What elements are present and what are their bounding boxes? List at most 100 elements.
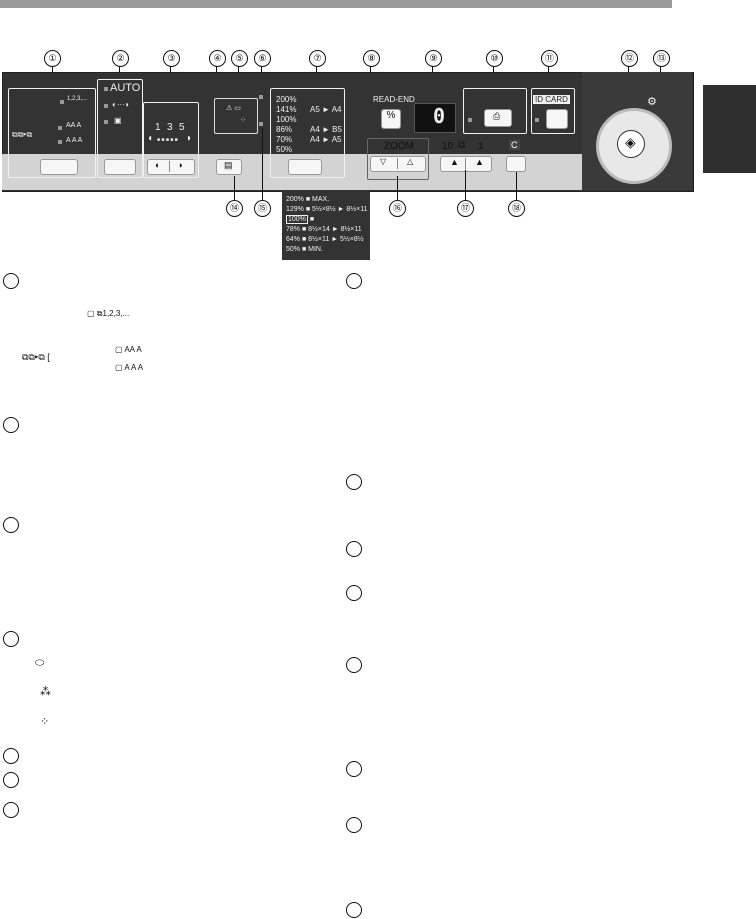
ratio-size-a4-a5: A4 ► A5: [310, 135, 342, 144]
sort-legend: ▢ ⧉1,2,3,...: [87, 309, 130, 318]
text-mode-icon: ◐···◗: [112, 100, 130, 109]
legend-marker-15: [346, 902, 362, 918]
callout-11: ⑪: [541, 50, 558, 67]
copies-10-label: 10: [442, 141, 454, 152]
ratio-size-a5-a4: A5 ► A4: [310, 105, 342, 114]
photo-mode-icon: ▣: [114, 116, 122, 125]
id-card-key[interactable]: [546, 109, 568, 129]
callout-3: ③: [163, 50, 180, 67]
callout-5: ⑤: [231, 50, 248, 67]
copies-display: 0: [414, 103, 456, 133]
ratio-200: 200%: [276, 95, 297, 104]
scan-key[interactable]: ⎙: [484, 109, 512, 127]
duplex-mode-group: [8, 88, 96, 178]
start-icon: ◈: [617, 130, 645, 158]
ratio-group: [270, 88, 345, 178]
callout-9: ⑨: [425, 50, 442, 67]
misfeed-legend-icon: ⁂: [40, 686, 51, 698]
exposure-group: [143, 102, 199, 178]
id-card-group: [531, 88, 575, 134]
exposure-level-3: 3: [167, 122, 173, 133]
power-save-icon: ⚙: [647, 96, 657, 108]
callout-17: ⑰: [457, 200, 474, 217]
legend-marker-6: [3, 772, 19, 788]
exposure-leds: ■ ■ ■ ■ ■: [157, 137, 178, 143]
callout-7: ⑦: [309, 50, 326, 67]
exposure-level-1: 1: [155, 122, 161, 133]
duplex-icon: ⧉⧉▸⧉: [12, 130, 33, 139]
callout-13: ⑬: [653, 50, 670, 67]
zoom-group: [367, 138, 429, 180]
zoom-label: ZOOM: [384, 141, 414, 152]
scan-group: [463, 88, 527, 134]
callout-12: ⑫: [621, 50, 638, 67]
legend-marker-5: [3, 748, 19, 764]
copies-1-label: 1: [478, 141, 484, 152]
legend-marker-8: [346, 273, 362, 289]
callout-1: ①: [44, 50, 61, 67]
callout-4: ④: [209, 50, 226, 67]
zoom-up-key[interactable]: △: [407, 157, 414, 166]
legend-marker-3: [3, 517, 19, 533]
legend-marker-9: [346, 474, 362, 490]
duplex-mode-button[interactable]: [40, 159, 78, 175]
copy-ratio-button[interactable]: [288, 159, 322, 175]
read-end-label: READ-END: [373, 95, 415, 104]
scanner-icon: ⎙: [493, 111, 501, 121]
dark-icon: ◗: [186, 133, 193, 144]
copies-up-1-key[interactable]: ▲: [475, 157, 484, 167]
legend-marker-11: [346, 585, 362, 601]
zoom-down-key[interactable]: ▽: [380, 157, 387, 166]
page-layout-icon-2: A A A: [66, 137, 83, 144]
paper-select-button[interactable]: ▤: [216, 159, 242, 175]
auto-label: AUTO: [110, 82, 141, 94]
zoom-keys[interactable]: ▽ △: [370, 156, 426, 172]
copies-icon: ⧉: [458, 140, 466, 151]
legend-marker-7: [3, 802, 19, 818]
copies-keys[interactable]: ▲ ▲: [440, 156, 492, 172]
exposure-level-5: 5: [179, 122, 185, 133]
id-card-label: ID CARD: [533, 95, 570, 104]
ratio-size-a4-b5: A4 ► B5: [310, 125, 342, 134]
clear-key[interactable]: [506, 156, 526, 172]
drum-icon: ⬭: [35, 657, 45, 669]
callout-6: ⑥: [254, 50, 271, 67]
ratio-50: 50%: [276, 145, 293, 154]
light-icon: ◖: [147, 133, 154, 144]
start-key[interactable]: [596, 108, 672, 184]
toner-icon: ⁘: [240, 117, 246, 124]
legend-marker-12: [346, 657, 362, 673]
legend-marker-13: [346, 761, 362, 777]
exposure-buttons[interactable]: ◖ ◗: [147, 159, 195, 175]
copies-up-10-key[interactable]: ▲: [450, 157, 459, 167]
callout-18: ⑱: [508, 200, 525, 217]
alarm-led-15: [259, 122, 263, 126]
callout-15: ⑮: [254, 200, 271, 217]
ratio-100: 100%: [276, 115, 297, 124]
original-type-button[interactable]: [104, 159, 136, 175]
layout-legend-2: ▢ A A A: [115, 363, 144, 372]
legend-marker-10: [346, 541, 362, 557]
callout-14: ⑭: [226, 200, 243, 217]
callout-8: ⑧: [363, 50, 380, 67]
layout-legend-1: ▢ AA A: [115, 345, 142, 354]
original-type-group: [97, 79, 143, 178]
ratio-70: 70%: [276, 135, 293, 144]
exposure-light-key[interactable]: ◖: [154, 160, 160, 170]
callout-16: ⑯: [389, 200, 406, 217]
toner-legend-icon: ⁘: [40, 716, 50, 728]
exposure-dark-key[interactable]: ◗: [178, 160, 184, 170]
ratio-popup: 200% ■ MAX. 129% ■ 5½×8½ ► 8½×11 100% ■ …: [282, 190, 370, 260]
tray-icon: ▤: [224, 160, 233, 170]
callout-10: ⑩: [486, 50, 503, 67]
clear-label: C: [509, 140, 520, 150]
percent-key[interactable]: %: [381, 109, 401, 129]
sort-indicator-label: 1,2,3,...: [67, 96, 88, 102]
misfeed-icon: ⚠ ▭: [226, 105, 241, 112]
ratio-141: 141%: [276, 105, 297, 114]
section-tab: [703, 85, 756, 173]
ratio-86: 86%: [276, 125, 293, 134]
legend-marker-4: [3, 631, 19, 647]
legend-marker-1: [3, 273, 19, 289]
legend-marker-2: [3, 417, 19, 433]
